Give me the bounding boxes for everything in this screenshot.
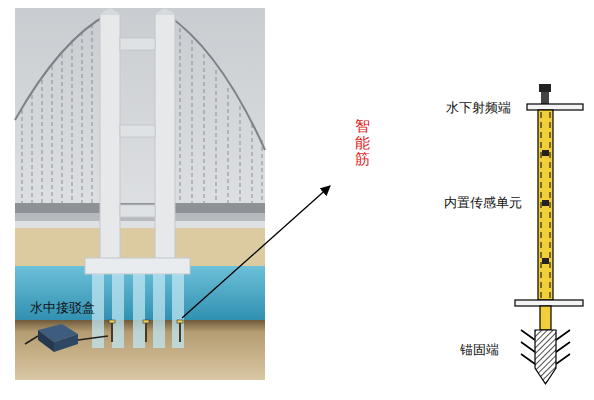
part-label: 内置传感单元 [444,195,522,211]
smart-bar-detail [515,84,583,384]
part-label: 锚固端 [460,342,499,358]
leader-arrow [182,186,330,318]
part-label: 水中接驳盒 [30,300,95,316]
callout-label: 智能筋 [355,118,370,168]
part-label: 水下射频端 [446,100,511,116]
junction-box [25,324,108,352]
bridge-scene [15,8,265,380]
